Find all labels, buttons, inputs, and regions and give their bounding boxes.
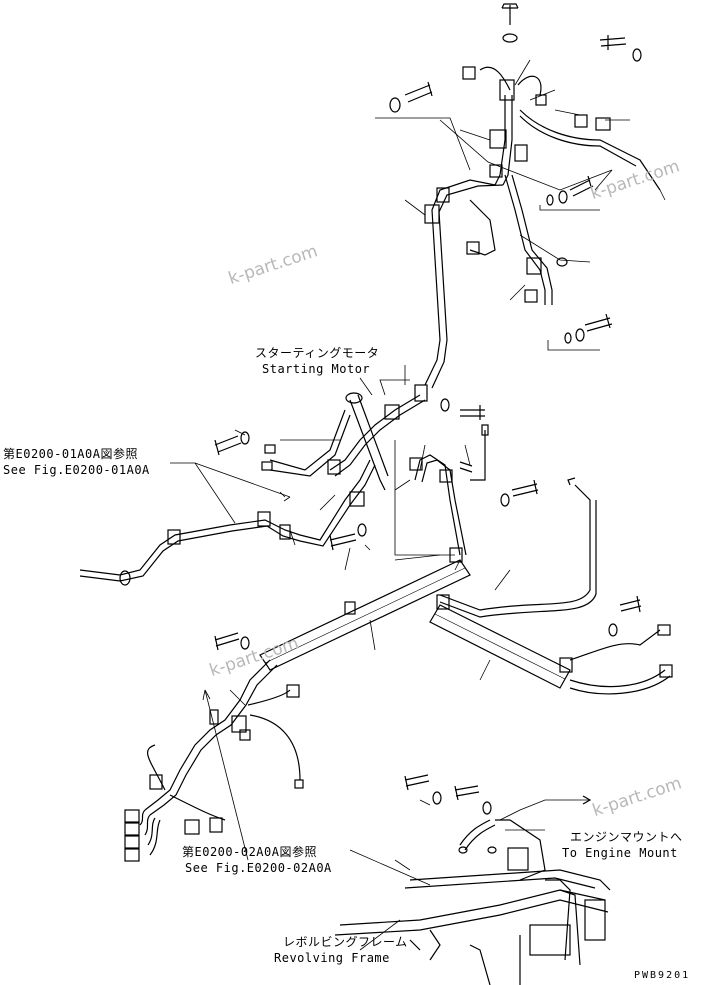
engine-mount-area [334, 774, 611, 985]
upper-harness [424, 66, 661, 389]
bolts-upper [389, 3, 642, 344]
starting-motor-label-en: Starting Motor [262, 362, 371, 376]
see-fig-2-label-en: See Fig.E0200-02A0A [185, 861, 332, 875]
engine-mount-label-jp: エンジンマウントへ [570, 830, 683, 844]
drawing-code: PWB9201 [634, 970, 691, 981]
leader-lines [170, 365, 511, 951]
bolts-mid [214, 398, 642, 637]
see-fig-2-label-jp: 第E0200-02A0A図参照 [182, 845, 317, 859]
see-fig-1-label-jp: 第E0200-01A0A図参照 [3, 447, 138, 461]
engine-mount-label-en: To Engine Mount [562, 846, 678, 860]
left-harness [79, 459, 376, 586]
revolving-frame-label-en: Revolving Frame [274, 951, 390, 965]
upper-brackets [424, 66, 611, 303]
tube-assembly [259, 477, 673, 695]
starting-motor-area [234, 384, 428, 507]
upper-leaders [375, 59, 666, 351]
see-fig-1-label-en: See Fig.E0200-01A0A [3, 463, 150, 477]
lower-left-harness [124, 632, 304, 862]
starting-motor-label-jp: スターティングモータ [255, 346, 380, 360]
revolving-frame-label-jp: レボルビングフレーム [283, 935, 408, 949]
